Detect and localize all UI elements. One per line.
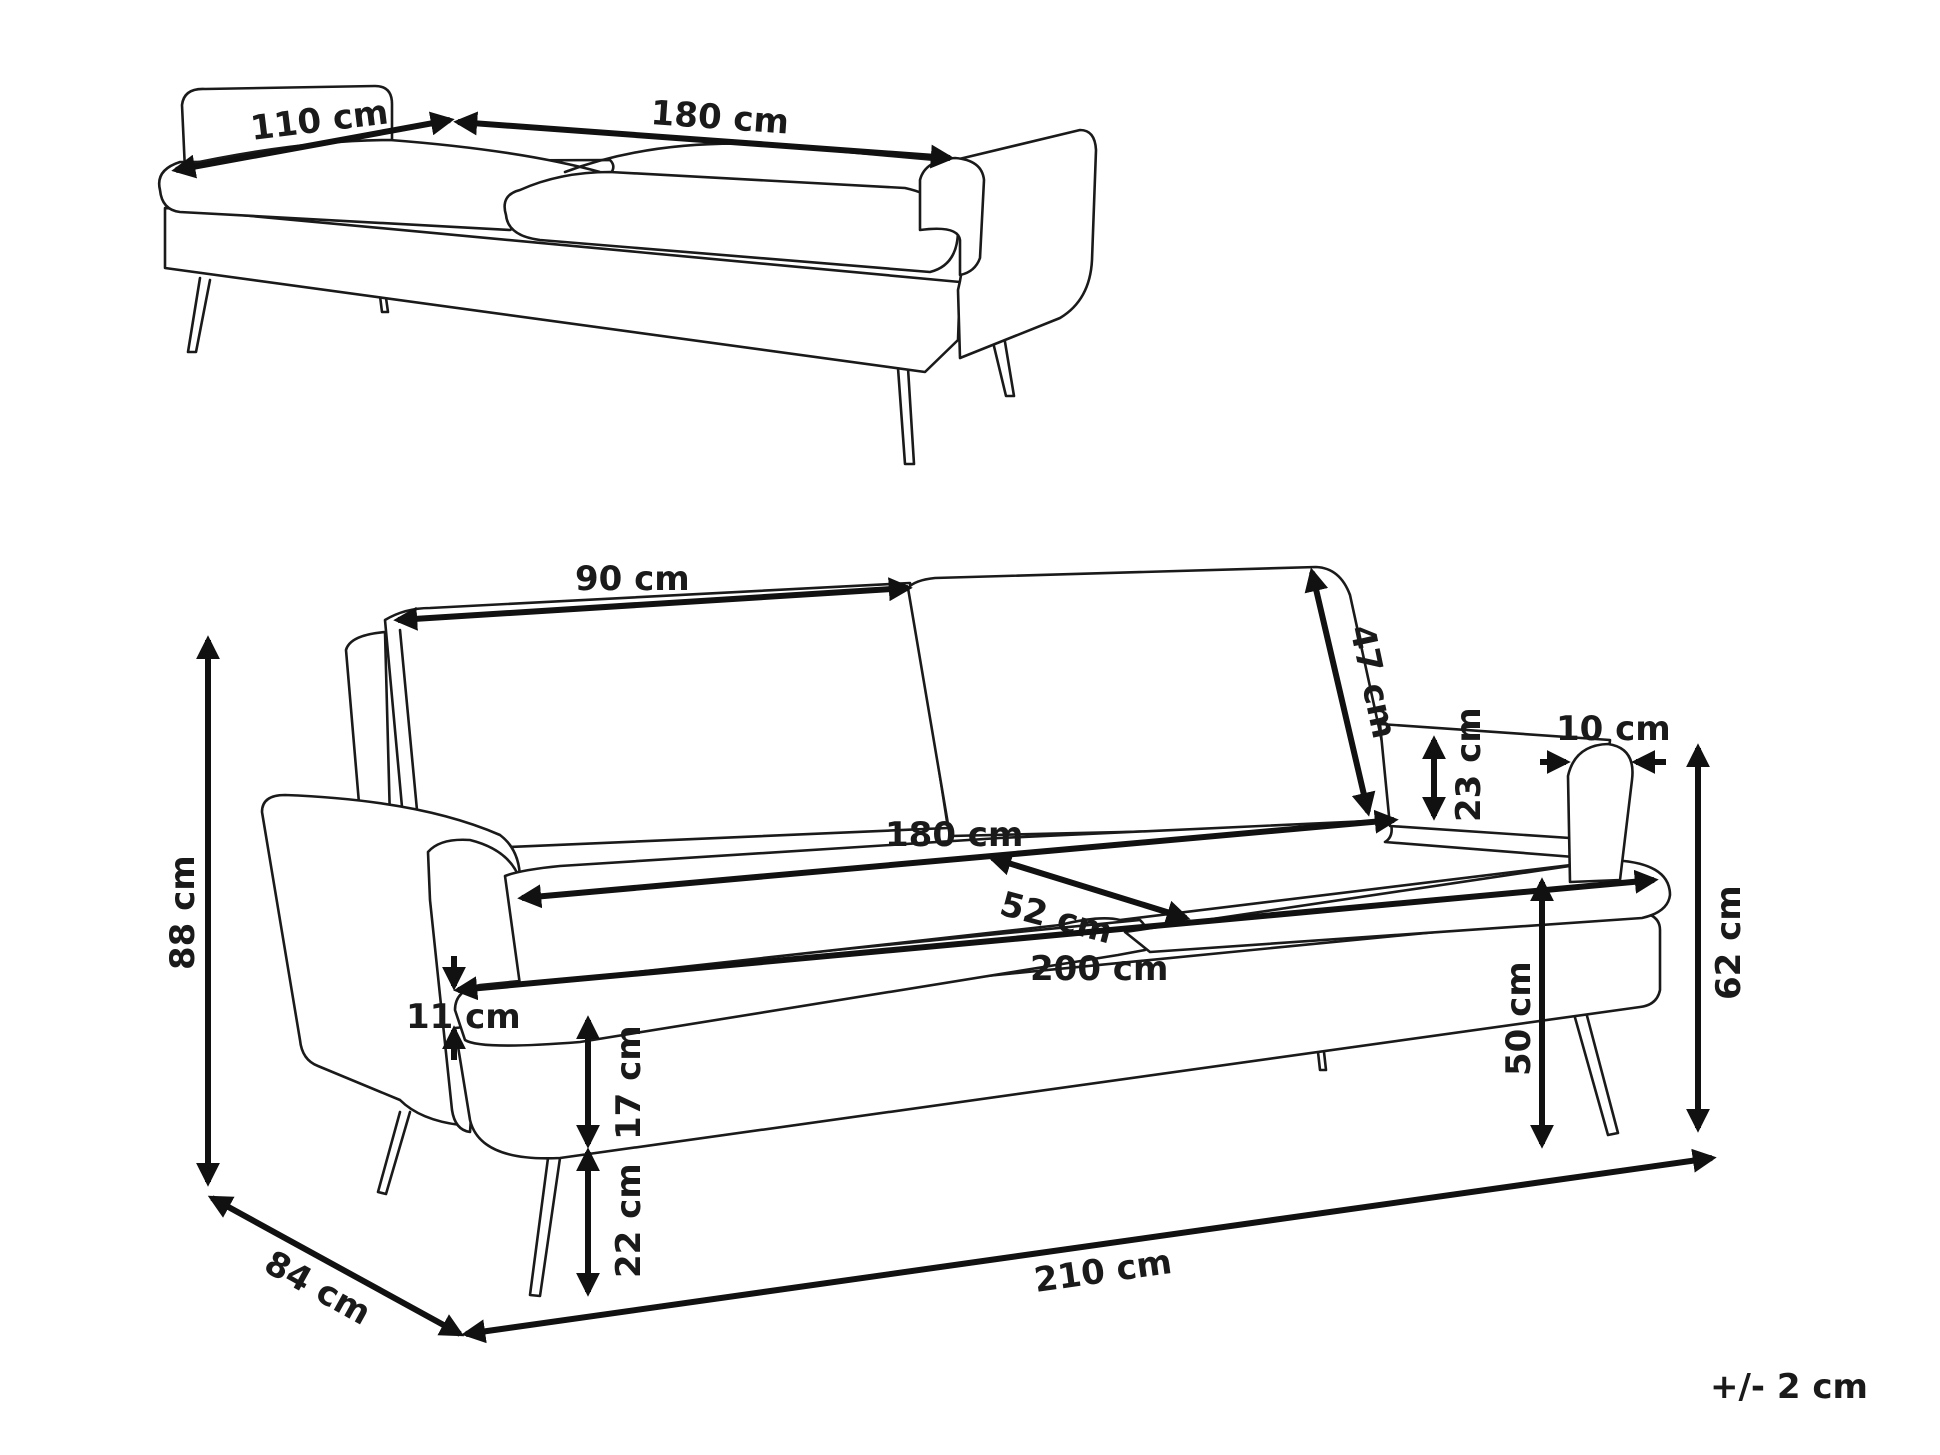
inner-length-label: 200 cm — [1030, 949, 1168, 989]
armrest-width-dimension: 10 cm — [1540, 709, 1671, 774]
seat-height-dimension: 50 cm — [1499, 877, 1554, 1149]
leg-height-label: 22 cm — [609, 1163, 649, 1278]
armrest-height-label: 23 cm — [1449, 707, 1489, 822]
backrest-width-label: 90 cm — [575, 559, 690, 599]
tolerance-note: +/- 2 cm — [1710, 1367, 1868, 1407]
armrest-height-dimension: 23 cm — [1422, 707, 1489, 822]
backrest-width-dimension: 90 cm — [393, 559, 913, 631]
cushion-height-dimension: 11 cm — [406, 956, 521, 1060]
armrest-top-height-dimension: 62 cm — [1686, 743, 1749, 1133]
overall-height-label: 88 cm — [163, 855, 203, 970]
base-height-dimension: 17 cm — [576, 1015, 649, 1149]
top-length-dimension: 180 cm — [453, 93, 955, 169]
overall-height-dimension: 88 cm — [163, 635, 220, 1187]
inner-length-dimension: 200 cm — [453, 869, 1659, 1001]
overall-length-dimension: 210 cm — [461, 1148, 1717, 1344]
overall-depth-dimension: 84 cm — [207, 1195, 465, 1337]
armrest-top-height-label: 62 cm — [1709, 885, 1749, 1000]
seat-height-label: 50 cm — [1499, 961, 1539, 1076]
armrest-width-label: 10 cm — [1556, 709, 1671, 749]
top-length-label: 180 cm — [649, 93, 790, 143]
sofa-drawing — [260, 565, 1672, 1298]
cushion-height-label: 11 cm — [406, 997, 521, 1037]
seat-width-label: 180 cm — [885, 815, 1023, 855]
base-height-label: 17 cm — [609, 1025, 649, 1140]
leg-height-dimension: 22 cm — [576, 1147, 649, 1297]
